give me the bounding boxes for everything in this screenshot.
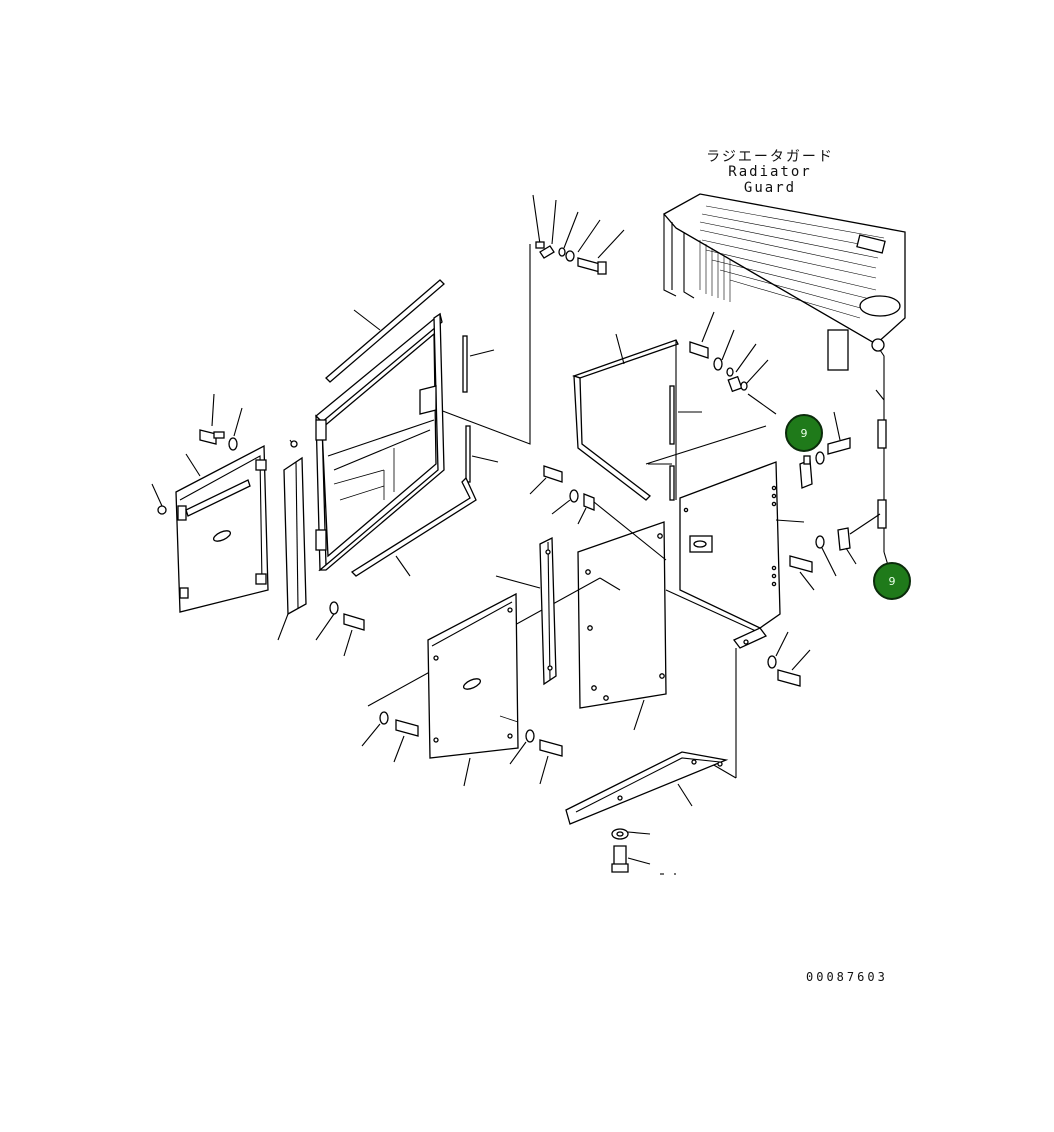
latch-hardware	[799, 411, 851, 489]
hinge-bar	[277, 439, 365, 657]
vertical-bracket	[495, 536, 557, 686]
middle-flat-panel	[367, 521, 667, 731]
callout-badge[interactable]: 9	[785, 414, 823, 452]
lower-door-panel	[361, 592, 519, 787]
hardware-top-center	[439, 194, 625, 445]
hardware-center-right	[689, 311, 777, 415]
seal-strip-top	[325, 279, 445, 383]
seal-strip-right	[350, 335, 499, 577]
hinge-strip	[711, 627, 811, 779]
hardware-right-lower	[789, 513, 881, 591]
title-japanese: ラジエータガード	[706, 149, 834, 165]
drawing-number: 00087603	[806, 970, 888, 984]
callout-badge[interactable]: 9	[873, 562, 911, 600]
hardware-lower-center	[509, 729, 563, 785]
left-access-door	[151, 393, 269, 613]
radiator-guard-frame	[662, 193, 906, 573]
door-frame	[315, 312, 445, 572]
title-english: Radiator Guard	[728, 164, 812, 196]
triangular-bracket	[565, 751, 729, 875]
right-door-panel	[665, 461, 805, 633]
panel-frame-right	[571, 333, 767, 501]
hardware-center	[529, 465, 667, 561]
